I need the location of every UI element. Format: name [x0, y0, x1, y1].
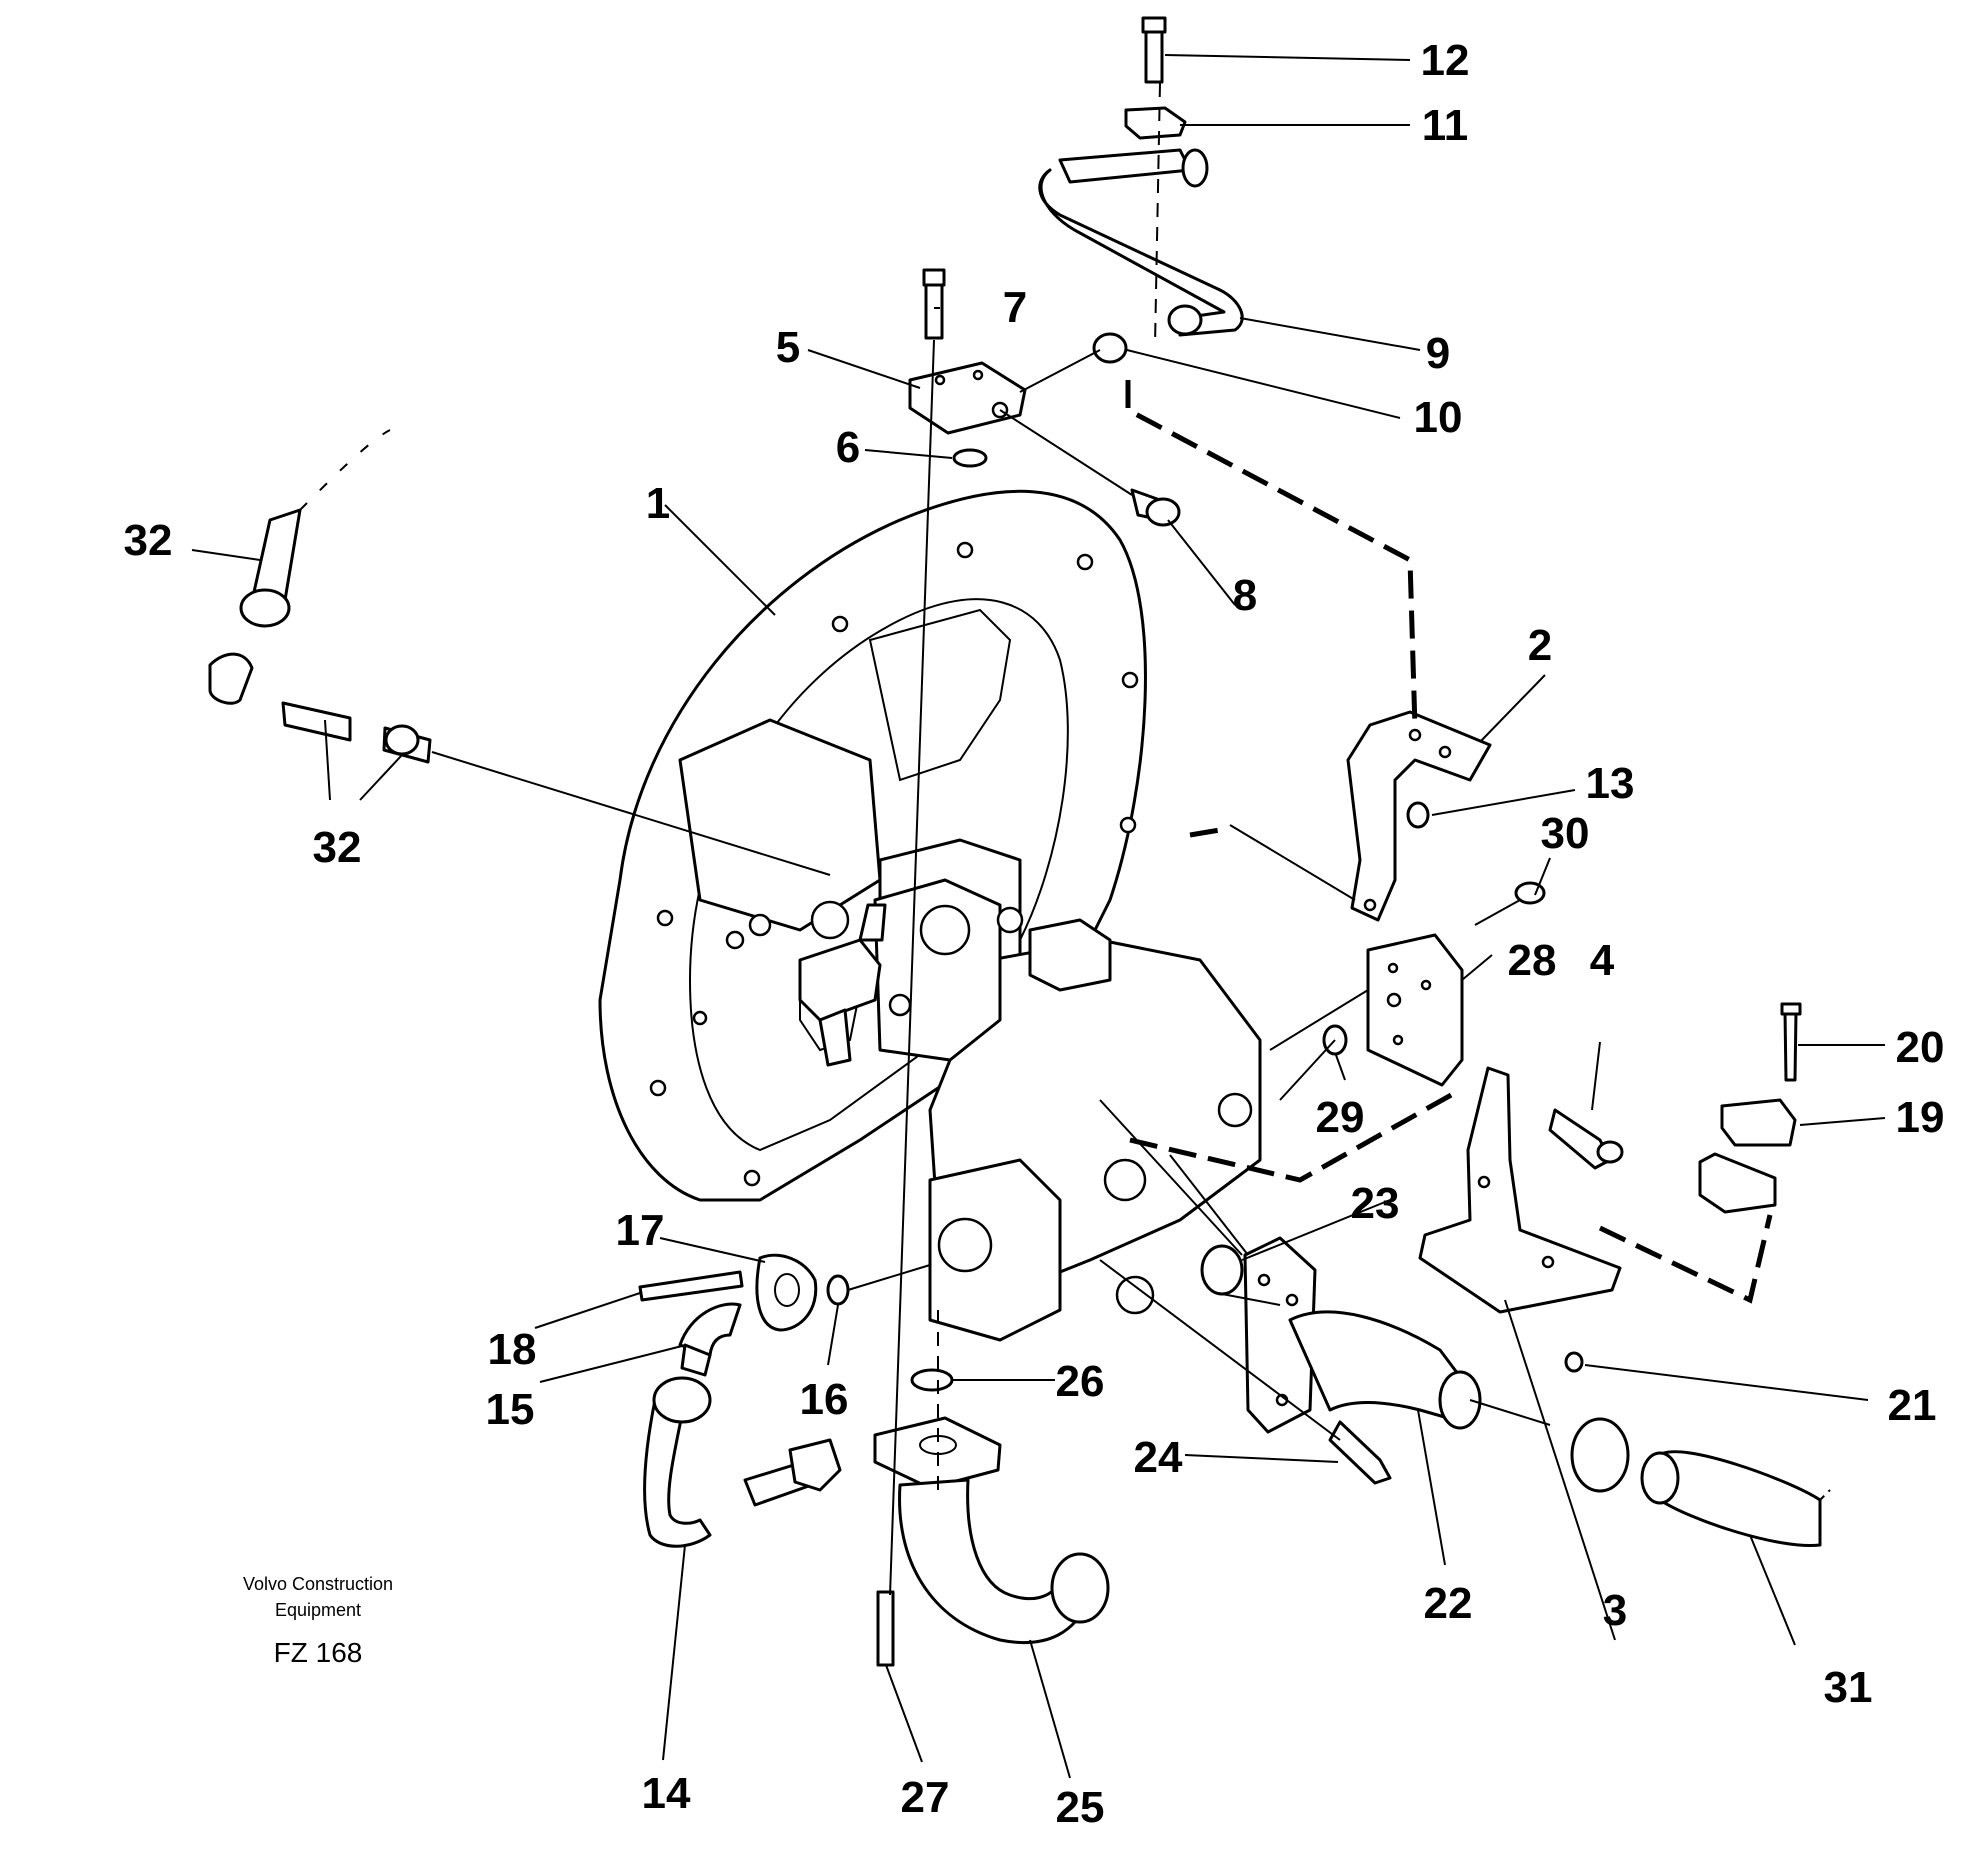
- callout-32-top: 32: [124, 516, 173, 565]
- callout-18: 18: [488, 1325, 537, 1374]
- callout-20: 20: [1896, 1023, 1945, 1072]
- callout-8: 8: [1233, 571, 1257, 620]
- part-16-o-ring: [826, 1274, 850, 1306]
- part-7-bolt: [922, 268, 946, 340]
- part-23-o-ring: [1200, 1244, 1244, 1296]
- part-13-nut: [1406, 801, 1430, 829]
- dashed-guide-lines: [1125, 380, 1773, 1304]
- part-10-fitting: [1092, 332, 1128, 364]
- callout-10: 10: [1414, 393, 1463, 442]
- callout-27: 27: [901, 1773, 950, 1822]
- part-19-clamp: [1698, 1098, 1797, 1214]
- callout-14: 14: [642, 1769, 691, 1818]
- callout-23: 23: [1351, 1179, 1400, 1228]
- part-11-clip: [1124, 106, 1187, 140]
- part-3-l-bracket: [1418, 1066, 1622, 1314]
- callout-13: 13: [1586, 759, 1635, 808]
- part-26-o-ring: [910, 1368, 954, 1392]
- callout-25: 25: [1056, 1783, 1105, 1832]
- part-28-plate: [1366, 933, 1464, 1087]
- part-4-bolt: [1548, 1108, 1624, 1170]
- callout-17: 17: [616, 1206, 665, 1255]
- leader-lines: [191, 54, 1886, 1779]
- callout-21: 21: [1888, 1381, 1937, 1430]
- callout-12: 12: [1421, 36, 1470, 85]
- part-15-elbow: [678, 1302, 742, 1377]
- callout-3: 3: [1603, 1586, 1627, 1635]
- callout-7: 7: [1003, 283, 1027, 332]
- part-31-hose: [1570, 1417, 1831, 1548]
- part-12-screw: [1141, 16, 1167, 84]
- callout-19: 19: [1896, 1093, 1945, 1142]
- relief-valve-assembly: [798, 903, 887, 1067]
- brand-line-1: Volvo Construction: [243, 1574, 393, 1594]
- part-2-bracket: [1346, 710, 1492, 922]
- part-27-bolt: [876, 1590, 895, 1667]
- callout-29: 29: [1316, 1093, 1365, 1142]
- callout-31: 31: [1824, 1663, 1873, 1712]
- callout-15: 15: [486, 1385, 535, 1434]
- callout-32-bottom: 32: [313, 823, 362, 872]
- part-32-hose-assembly: [208, 508, 432, 764]
- callout-9: 9: [1426, 329, 1450, 378]
- part-5-valve-block: [908, 361, 1027, 435]
- callout-16: 16: [800, 1375, 849, 1424]
- part-25-elbow-pipe: [873, 1416, 1110, 1645]
- part-17-flange: [755, 1253, 818, 1332]
- callout-26: 26: [1056, 1357, 1105, 1406]
- callout-5: 5: [776, 323, 800, 372]
- part-20-bolt: [1780, 1002, 1802, 1082]
- part-30-bolt: [1474, 881, 1546, 926]
- callout-28: 28: [1508, 936, 1557, 985]
- part-14-pipe: [643, 1376, 842, 1548]
- part-8-fitting: [1130, 488, 1181, 527]
- part-9-pipe: [1038, 148, 1244, 337]
- brand-line-2: Equipment: [275, 1600, 361, 1620]
- figure-caption: Volvo Construction Equipment FZ 168: [243, 1574, 393, 1668]
- callout-11: 11: [1422, 101, 1469, 150]
- callout-6: 6: [836, 423, 860, 472]
- part-22-outlet-pipe: [1243, 1236, 1482, 1434]
- callout-22: 22: [1424, 1579, 1473, 1628]
- callout-30: 30: [1541, 809, 1590, 858]
- callout-labels: 1 2 3 4 5 6 7 8 9 10 11 12 13 14 15 16 1…: [124, 36, 1945, 1832]
- callout-24: 24: [1134, 1433, 1183, 1482]
- callout-4: 4: [1590, 936, 1615, 985]
- figure-code: FZ 168: [274, 1637, 363, 1668]
- part-21-nut: [1564, 1351, 1584, 1373]
- part-6-washer: [952, 448, 988, 468]
- callout-2: 2: [1528, 621, 1552, 670]
- part-18-bolt: [638, 1270, 744, 1302]
- part-24-bolt: [1328, 1420, 1392, 1485]
- callout-1: 1: [646, 479, 670, 528]
